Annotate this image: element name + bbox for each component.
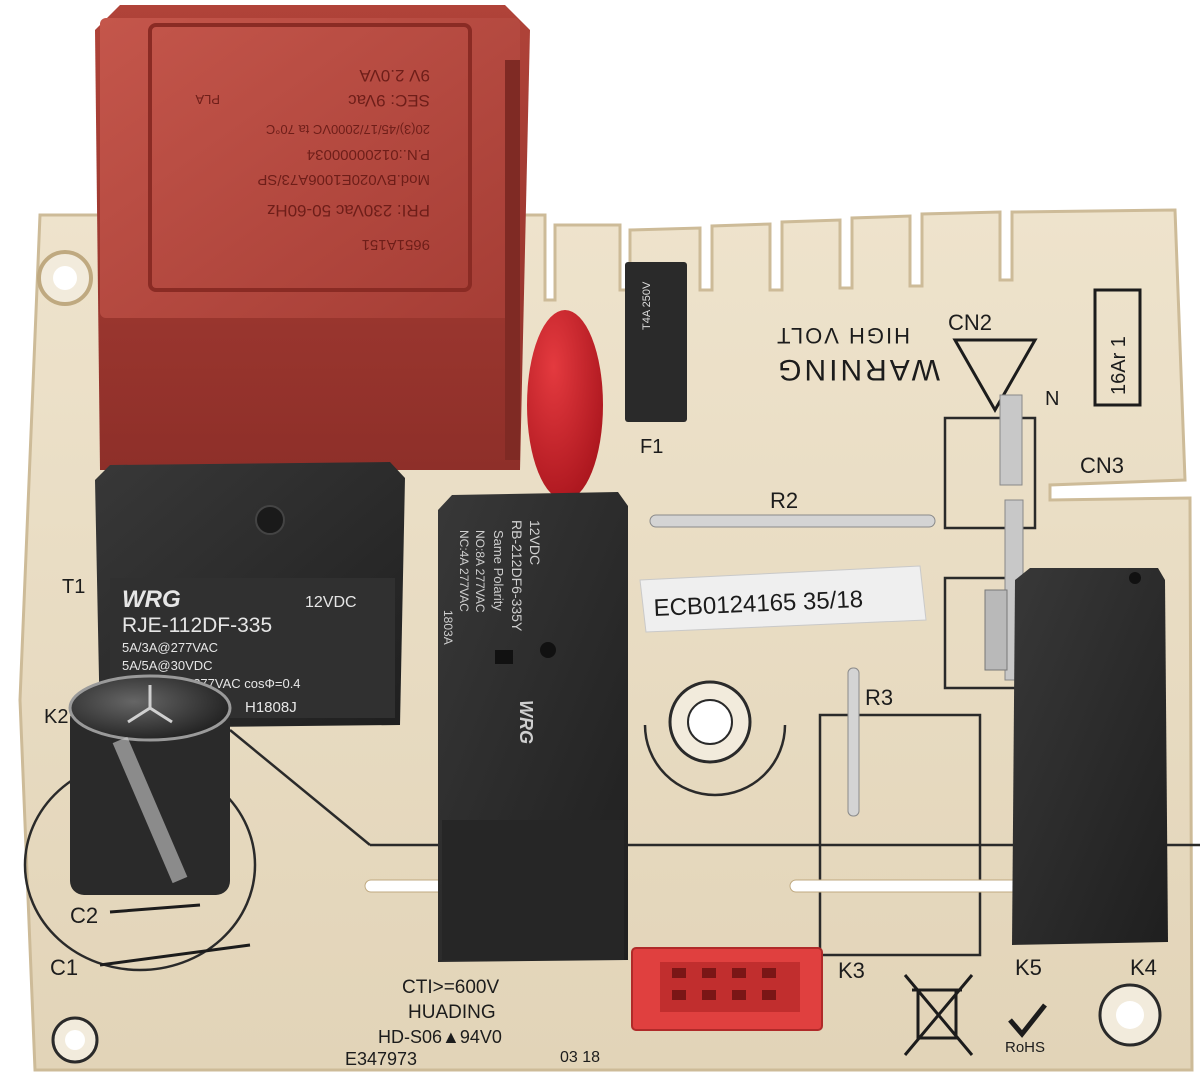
label-n: N (1045, 388, 1059, 410)
capacitor-leader-lines (99, 903, 251, 967)
label-rohs: RoHS (1005, 1039, 1045, 1056)
label-c2: C2 (70, 903, 98, 928)
xf-pn: P.N.:01200000034 (307, 146, 430, 163)
relay1-rating1: 5A/3A@277VAC (122, 640, 218, 655)
label-cti: CTI>=600V (402, 977, 499, 998)
label-ul-file: E347973 (345, 1049, 417, 1069)
electrolytic-capacitor (68, 674, 232, 895)
rating-box: 16Ar 1 (1093, 288, 1142, 407)
relay2-polarity: Same Polarity (491, 530, 506, 611)
warning-triangle-icon (952, 338, 1038, 414)
relay2-model: RB-212DF6-335Y (509, 520, 525, 632)
relay1-rating2: 5A/5A@30VDC (122, 658, 213, 673)
xf-temp: 20(3)/45/17/2000VC ta 70°C (266, 122, 430, 137)
silkscreen-labels: CN2 N CN3 R2 R3 T1 K2 C2 C1 K3 K5 K4 CTI… (44, 310, 1157, 1069)
relay1-voltage: 12VDC (305, 594, 357, 611)
xf-brand: PLA (195, 92, 220, 107)
warning-line2: HIGH VOLT (775, 323, 910, 348)
relay2-voltage: 12VDC (527, 520, 543, 565)
relay2-no: NO:8A 277VAC (473, 530, 487, 613)
disc-capacitor (527, 310, 603, 500)
resistor-r2 (649, 514, 936, 528)
high-voltage-warning: WARNING HIGH VOLT (775, 323, 1038, 414)
resistor-r3 (847, 667, 860, 817)
xf-pri: PRI: 230Vac 50-60Hz (267, 201, 430, 220)
label-maker: HUADING (408, 1002, 496, 1023)
xf-code: 9651A151 (362, 236, 430, 253)
label-t1: T1 (62, 576, 85, 598)
relay-k5 (1012, 568, 1168, 945)
xf-out: 9V 2.0VA (359, 66, 430, 85)
weee-bin-icon (903, 974, 974, 1056)
ecb-sticker: ECB0124165 35/18 (639, 565, 927, 633)
fuse-marking: T4A 250V (641, 281, 653, 330)
label-date-code: 03 18 (560, 1049, 600, 1066)
label-cn3: CN3 (1080, 453, 1124, 478)
label-c1: C1 (50, 955, 78, 980)
label-grade: HD-S06▲94V0 (378, 1027, 502, 1047)
label-k3: K3 (838, 958, 865, 983)
rating-box-label: 16Ar 1 (1108, 336, 1130, 395)
pin-header-connector (631, 947, 823, 1031)
label-cn2: CN2 (948, 310, 992, 335)
relay1-brand: WRG (122, 586, 181, 613)
spade-terminals (984, 394, 1024, 681)
board-slots (364, 879, 1031, 893)
mounting-holes (37, 250, 1162, 1064)
relay1-model: RJE-112DF-335 (122, 614, 272, 637)
relay2-nc: NC:4A 277VAC (457, 530, 471, 612)
relay2-brand: WRG (516, 700, 536, 744)
label-k4: K4 (1130, 955, 1157, 980)
fuse-f1: T4A 250V F1 (625, 262, 687, 458)
relay2-date: 1803A (441, 610, 455, 645)
label-r3: R3 (865, 685, 893, 710)
relay1-date: H1808J (245, 699, 297, 716)
rohs-check-icon (1008, 1003, 1047, 1038)
xf-model: Mod.BV020E1006A73/SP (257, 171, 430, 188)
label-k2: K2 (44, 706, 68, 728)
label-r2: R2 (770, 488, 798, 513)
relay-rb: 12VDC RB-212DF6-335Y Same Polarity NO:8A… (438, 492, 628, 962)
label-k5: K5 (1015, 955, 1042, 980)
transformer: PRI: 230Vac 50-60Hz Mod.BV020E1006A73/SP… (95, 5, 530, 470)
xf-sec: SEC: 9Vac (348, 91, 430, 110)
fuse-ref: F1 (640, 436, 663, 458)
warning-line1: WARNING (775, 353, 940, 386)
